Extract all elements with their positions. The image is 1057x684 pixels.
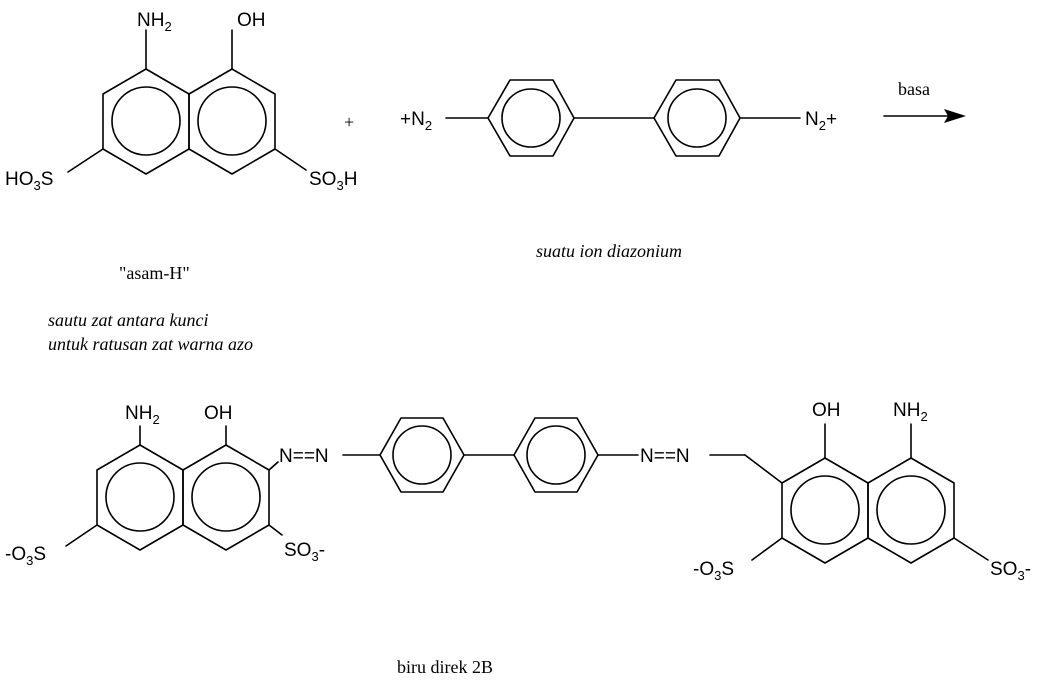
diazonium-structure: +N2 N2+ <box>400 79 837 157</box>
product-left-outer-sulfonate: -O3S <box>5 544 46 568</box>
h-acid-caption-line2: untuk ratusan zat warna azo <box>48 334 253 354</box>
arrow-label: basa <box>898 79 930 99</box>
plus-sign: + <box>344 112 354 132</box>
product-right-outer-sulfonate: SO3- <box>990 559 1031 583</box>
product-left-hydroxyl-label: OH <box>204 403 233 424</box>
h-acid-skeleton <box>67 29 307 175</box>
amine-label: NH2 <box>137 10 172 34</box>
h-acid-structure: NH2 OH HO3S SO3H <box>5 10 357 193</box>
sulfo-left-label: HO3S <box>5 169 53 193</box>
reaction-arrow <box>883 109 966 123</box>
sulfo-right-label: SO3H <box>309 169 357 193</box>
diazonium-skeleton <box>445 79 801 157</box>
product-right-amine-label: NH2 <box>893 400 928 424</box>
product-right-inner-sulfonate: -O3S <box>693 559 734 583</box>
product-name: biru direk 2B <box>397 657 493 677</box>
diazonium-caption: suatu ion diazonium <box>536 241 682 261</box>
h-acid-caption-line1: sautu zat antara kunci <box>48 310 209 330</box>
diazonium-left-label: +N2 <box>400 109 432 133</box>
product-skeleton <box>65 417 989 564</box>
product-left-amine-label: NH2 <box>125 403 160 427</box>
diazonium-right-label: N2+ <box>805 109 837 133</box>
product-left-azo-label: N==N <box>279 446 329 467</box>
h-acid-name: "asam-H" <box>119 263 190 283</box>
hydroxyl-label: OH <box>237 10 266 31</box>
product-left-inner-sulfonate: SO3- <box>284 540 325 564</box>
product-structure: NH2 OH N==N N==N -O3S SO3- OH NH2 -O3S S… <box>5 400 1031 583</box>
product-right-hydroxyl-label: OH <box>812 400 841 421</box>
product-right-azo-label: N==N <box>640 446 690 467</box>
